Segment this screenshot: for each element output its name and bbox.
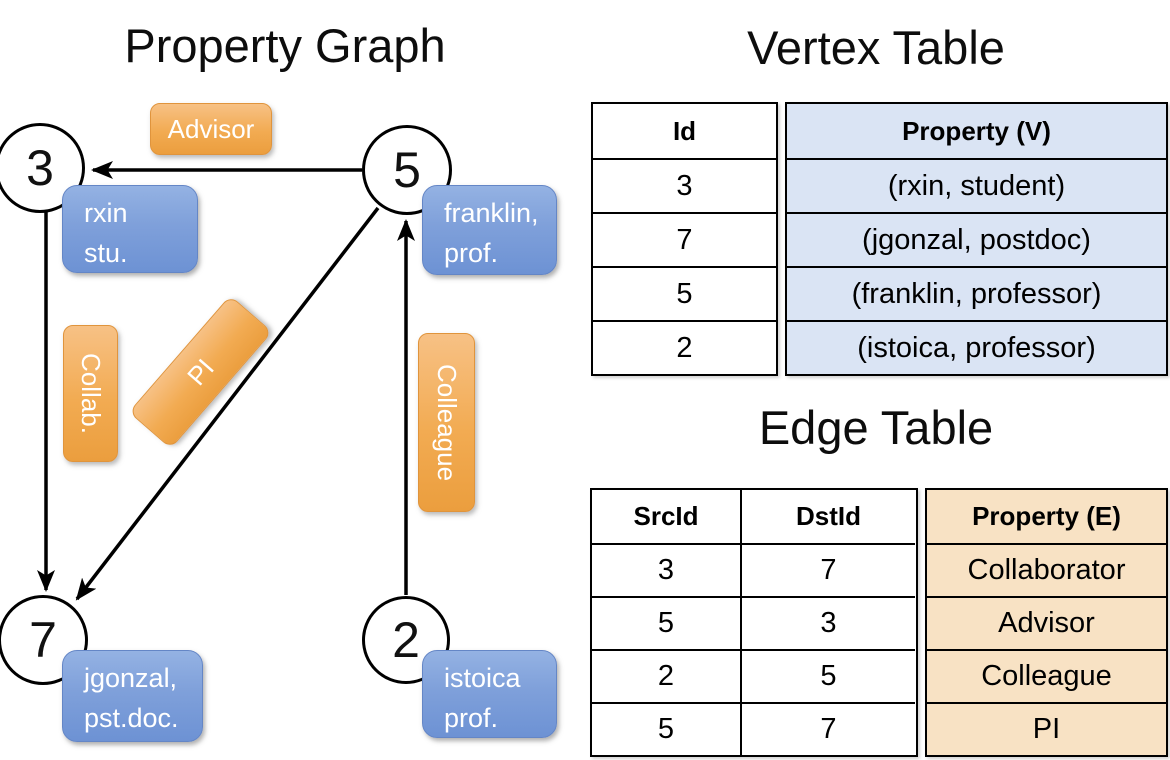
table-cell: 5 — [592, 596, 740, 649]
node-7-label: 7 — [29, 612, 57, 668]
table-cell: 3 — [592, 543, 740, 596]
edge-label-text: Colleague — [432, 363, 462, 482]
vertex-property-line: prof. — [444, 238, 499, 268]
table-cell: 5 — [593, 266, 776, 320]
edge-label-text: PI — [180, 352, 220, 391]
table-cell: Colleague — [927, 649, 1166, 702]
table-cell: 2 — [592, 649, 740, 702]
vertex-property-box-3: rxin stu. — [62, 185, 198, 273]
vertex-table-id-column: Id 3 7 5 2 — [591, 102, 778, 376]
edge-label-colleague: Colleague — [418, 333, 475, 512]
table-cell: 7 — [740, 702, 915, 755]
vertex-property-box-7: jgonzal, pst.doc. — [62, 650, 203, 742]
table-cell: 5 — [740, 649, 915, 702]
vertex-table-header-property: Property (V) — [787, 104, 1166, 158]
table-cell: 7 — [740, 543, 915, 596]
table-cell: 3 — [740, 596, 915, 649]
table-cell: (istoica, professor) — [787, 320, 1166, 374]
vertex-property-line: jgonzal, — [84, 663, 178, 693]
table-cell: (jgonzal, postdoc) — [787, 212, 1166, 266]
edge-label-advisor: Advisor — [150, 103, 272, 155]
edge-table-id-columns: SrcId DstId 3 7 5 3 2 5 5 7 — [590, 488, 918, 757]
edge-table-header-dstid: DstId — [740, 490, 915, 543]
table-cell: 7 — [593, 212, 776, 266]
vertex-property-line: rxin — [84, 198, 128, 228]
vertex-property-box-5: franklin, prof. — [422, 185, 557, 275]
edge-table-property-column: Property (E) Collaborator Advisor Collea… — [925, 488, 1168, 757]
edge-table-title: Edge Table — [758, 401, 994, 454]
table-cell: PI — [927, 702, 1166, 755]
edge-label-collab: Collab. — [63, 325, 118, 462]
table-cell: (franklin, professor) — [787, 266, 1166, 320]
edge-5-to-7-pi — [75, 206, 380, 601]
vertex-table-header-id: Id — [672, 115, 697, 146]
table-cell: 2 — [593, 320, 776, 374]
vertex-table-property-column: Property (V) (rxin, student) (jgonzal, p… — [785, 102, 1168, 376]
node-3-label: 3 — [26, 140, 54, 196]
vertex-property-line: franklin, — [444, 198, 539, 228]
edge-table-header-property: Property (E) — [927, 490, 1166, 543]
vertex-property-line: pst.doc. — [84, 703, 179, 733]
node-2-label: 2 — [392, 612, 420, 668]
table-cell: Collaborator — [927, 543, 1166, 596]
edge-label-text: Advisor — [167, 113, 255, 144]
vertex-property-line: istoica — [444, 663, 521, 693]
table-cell: Advisor — [927, 596, 1166, 649]
property-graph-title: Property Graph — [124, 19, 446, 72]
vertex-property-box-2: istoica prof. — [422, 650, 557, 738]
table-cell: (rxin, student) — [787, 158, 1166, 212]
edge-table-header-srcid: SrcId — [633, 501, 699, 531]
edge-label-text: Collab. — [76, 353, 106, 434]
vertex-property-line: stu. — [84, 238, 128, 268]
node-5-label: 5 — [393, 142, 421, 198]
graph-edges-layer — [37, 161, 415, 601]
table-cell: 3 — [593, 158, 776, 212]
vertex-property-line: prof. — [444, 703, 499, 733]
table-cell: 5 — [592, 702, 740, 755]
vertex-table-title: Vertex Table — [747, 21, 1005, 74]
